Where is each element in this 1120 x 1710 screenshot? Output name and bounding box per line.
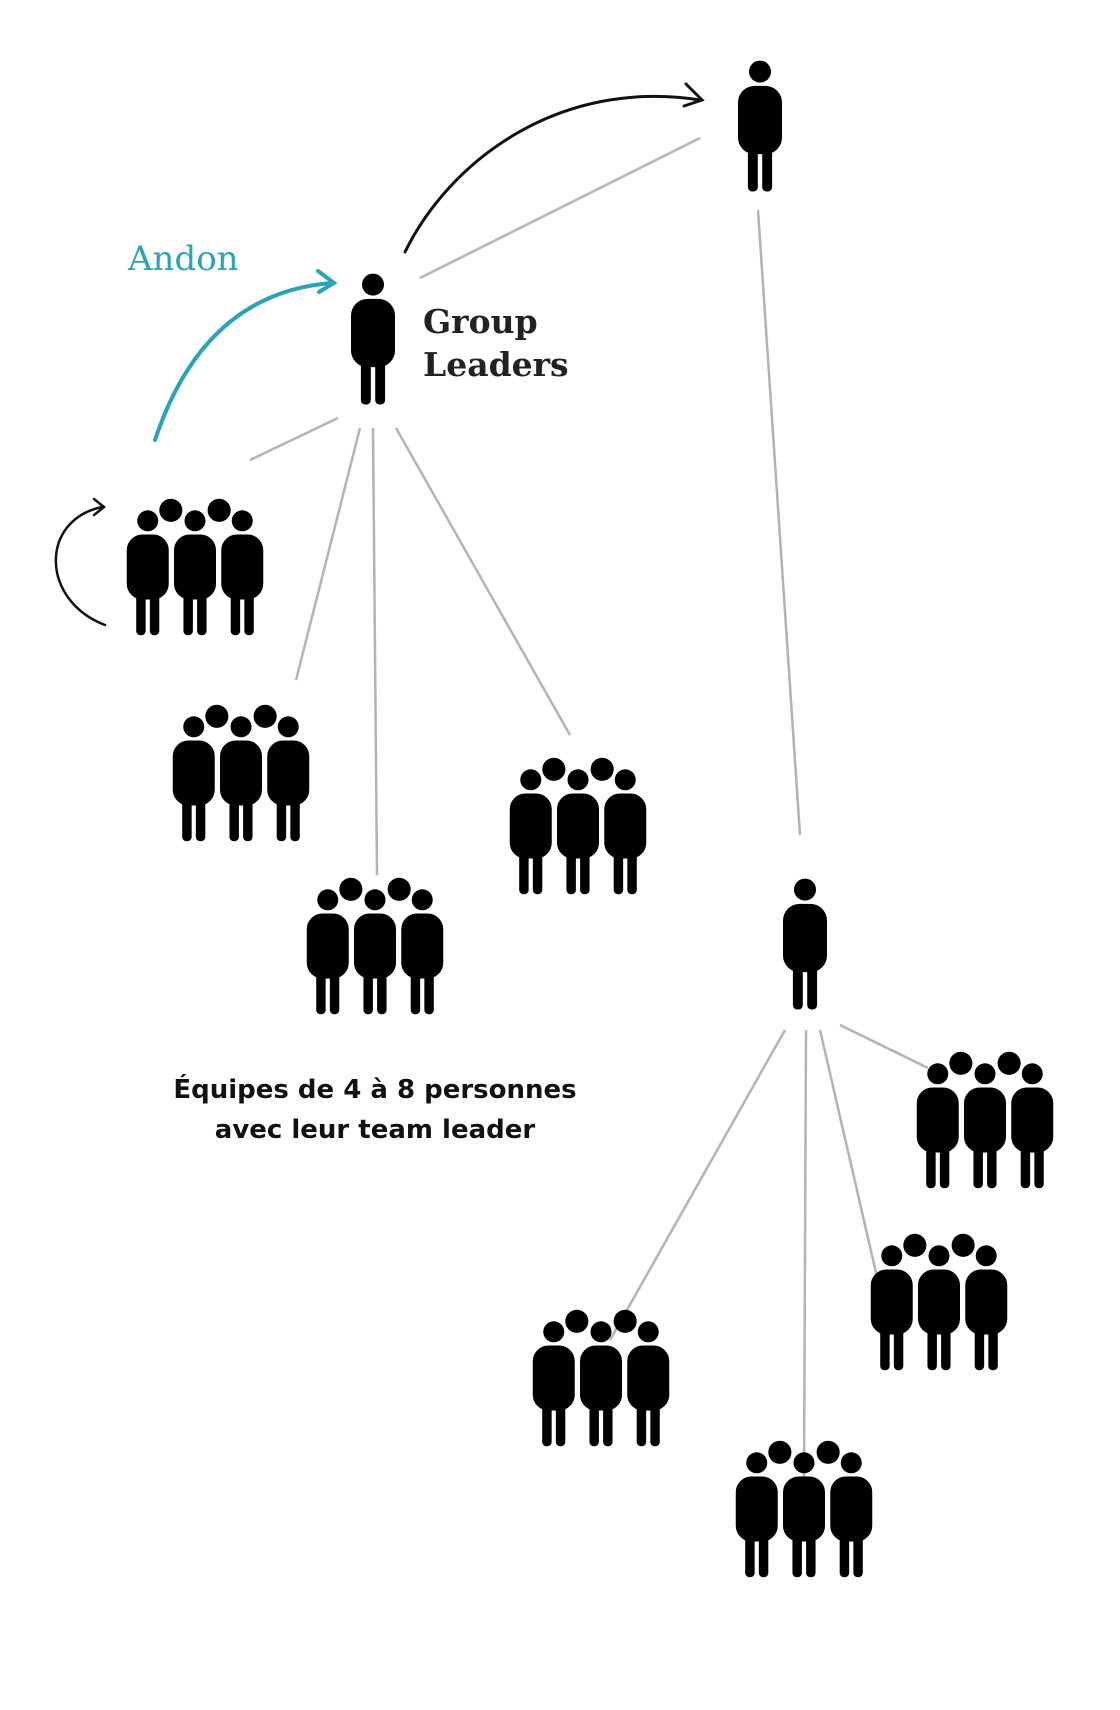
team-8-team-icon xyxy=(917,1052,1054,1189)
team-6-team-icon xyxy=(736,1441,873,1578)
connector-gl2-team7 xyxy=(818,1029,882,1291)
team-5-team-icon xyxy=(533,1310,670,1447)
connector-gl1-team2 xyxy=(294,427,362,681)
connector-gl1-top xyxy=(419,136,701,280)
escalation-arrow xyxy=(403,82,705,254)
connector-gl1-team4 xyxy=(394,427,572,736)
group-leaders-label-line1: Group xyxy=(423,302,538,341)
andon-arrow xyxy=(153,269,338,442)
teams-caption-line2: avec leur team leader xyxy=(215,1115,536,1145)
connector-gl2-team8 xyxy=(839,1023,929,1070)
group-leader-1-person-icon xyxy=(351,273,395,405)
connector-gl2-team5 xyxy=(608,1029,787,1341)
connector-lines xyxy=(249,136,929,1481)
team-2-team-icon xyxy=(173,705,310,842)
team-loop-arrow xyxy=(54,497,107,627)
team-7-team-icon xyxy=(871,1234,1008,1371)
connector-gl2-team6 xyxy=(802,1029,808,1481)
team-3-team-icon xyxy=(307,878,444,1015)
connector-gl1-team3 xyxy=(371,427,379,876)
connector-gl1-team1 xyxy=(249,416,339,462)
group-leader-2-person-icon xyxy=(783,878,827,1010)
group-leaders-label-line2: Leaders xyxy=(423,345,569,384)
top-manager-person-icon xyxy=(738,60,782,192)
team-4-team-icon xyxy=(510,758,647,895)
teams-caption-line1: Équipes de 4 à 8 personnes xyxy=(173,1073,576,1105)
connector-top-gl2 xyxy=(756,209,802,836)
team-1-team-icon xyxy=(127,499,264,636)
andon-label: Andon xyxy=(127,239,239,279)
people-figures xyxy=(127,60,1054,1578)
